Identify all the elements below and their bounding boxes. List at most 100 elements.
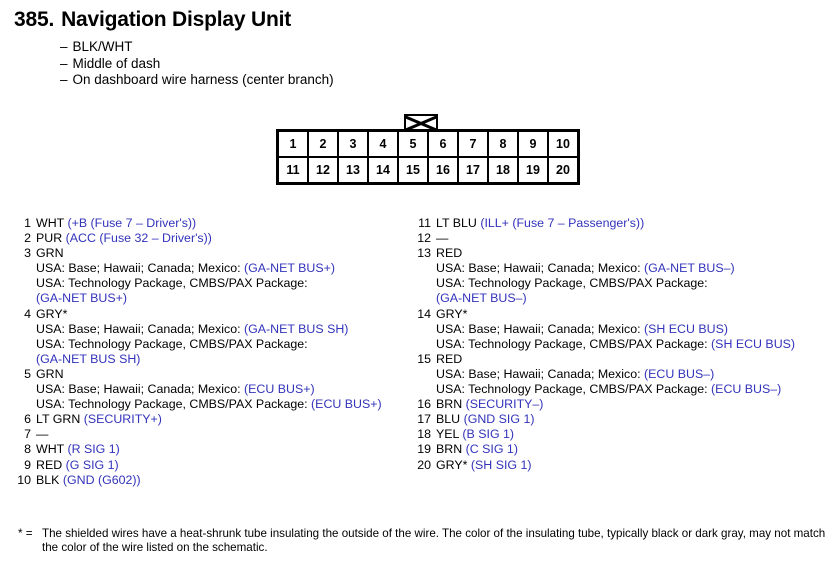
wire-color-code: WHT bbox=[36, 442, 64, 457]
connector-pin-cell: 4 bbox=[369, 132, 399, 158]
variant-label: USA: Technology Package, CMBS/PAX Packag… bbox=[436, 276, 708, 291]
variant-label: USA: Technology Package, CMBS/PAX Packag… bbox=[36, 336, 308, 351]
connector-pin-cell: 10 bbox=[549, 132, 577, 158]
footnote-mark: * = bbox=[18, 527, 33, 540]
header-notes: –BLK/WHT–Middle of dash–On dashboard wir… bbox=[60, 39, 334, 89]
pin-row: 6 LT GRN (SECURITY+) bbox=[14, 412, 414, 427]
connector-pin-cell: 18 bbox=[489, 158, 519, 182]
variant-circuit-label: (GA-NET BUS SH) bbox=[244, 321, 349, 336]
pin-main-line: — bbox=[36, 427, 414, 442]
pin-number: 7 bbox=[24, 427, 31, 442]
variant-circuit-label: (SH ECU BUS) bbox=[711, 336, 796, 351]
connector-pin-cell: 15 bbox=[399, 158, 429, 182]
wire-color-code: GRN bbox=[36, 246, 64, 261]
circuit-label: (SH SIG 1) bbox=[470, 457, 532, 472]
page-title: 385.Navigation Display Unit bbox=[14, 8, 291, 32]
pin-number: 9 bbox=[24, 457, 31, 472]
pin-number: 12 bbox=[417, 231, 431, 246]
pin-row: 9 RED (G SIG 1) bbox=[14, 458, 414, 473]
pin-number: 13 bbox=[417, 246, 431, 261]
pin-main-line: RED bbox=[436, 246, 824, 261]
pin-variant-line: USA: Base; Hawaii; Canada; Mexico: (SH E… bbox=[436, 322, 824, 337]
footnote: * = The shielded wires have a heat-shrun… bbox=[18, 527, 828, 555]
variant-circuit-label: (ECU BUS+) bbox=[244, 382, 315, 397]
pin-body: RED (G SIG 1) bbox=[36, 458, 414, 473]
pin-main-line: BRN (C SIG 1) bbox=[436, 442, 824, 457]
pin-row: 10 BLK (GND (G602)) bbox=[14, 473, 414, 488]
pin-variant-line: USA: Base; Hawaii; Canada; Mexico: (GA-N… bbox=[36, 261, 414, 276]
wire-color-code: RED bbox=[436, 246, 463, 261]
note-dash: – bbox=[60, 72, 68, 87]
wire-color-code: GRY* bbox=[436, 306, 468, 321]
pin-main-line: GRY* bbox=[436, 307, 824, 322]
circuit-label: (B SIG 1) bbox=[462, 427, 515, 442]
variant-circuit-label: (SH ECU BUS) bbox=[644, 321, 728, 336]
connector-pin-cell: 17 bbox=[459, 158, 489, 182]
pin-variant-line: USA: Technology Package, CMBS/PAX Packag… bbox=[36, 397, 414, 412]
pin-body: BLK (GND (G602)) bbox=[36, 473, 414, 488]
wire-color-code: PUR bbox=[36, 231, 63, 246]
wire-color-code: RED bbox=[436, 351, 463, 366]
variant-label: USA: Technology Package, CMBS/PAX Packag… bbox=[436, 382, 708, 397]
pin-row: 12— bbox=[414, 231, 824, 246]
pin-body: PUR (ACC (Fuse 32 – Driver's)) bbox=[36, 231, 414, 246]
variant-circuit-label: (GA-NET BUS–) bbox=[644, 261, 735, 276]
pin-variant-line: USA: Technology Package, CMBS/PAX Packag… bbox=[436, 382, 824, 397]
pin-main-line: LT GRN (SECURITY+) bbox=[36, 412, 414, 427]
pin-main-line: GRY* (SH SIG 1) bbox=[436, 458, 824, 473]
connector-pin-cell: 7 bbox=[459, 132, 489, 158]
pin-number: 19 bbox=[417, 442, 431, 457]
wire-color-code: GRY* bbox=[436, 457, 468, 472]
pin-body: BRN (SECURITY–) bbox=[436, 397, 824, 412]
header-note: –Middle of dash bbox=[60, 56, 334, 73]
pin-number: 16 bbox=[417, 397, 431, 412]
pin-number: 3 bbox=[24, 246, 31, 261]
pin-number: 18 bbox=[417, 427, 431, 442]
pin-body: BRN (C SIG 1) bbox=[436, 442, 824, 457]
pin-number: 10 bbox=[17, 472, 31, 487]
pin-variant-line: USA: Technology Package, CMBS/PAX Packag… bbox=[36, 276, 414, 306]
footnote-text: The shielded wires have a heat-shrunk tu… bbox=[42, 527, 826, 554]
variant-circuit-label: (ECU BUS–) bbox=[711, 382, 782, 397]
variant-circuit-label: (GA-NET BUS–) bbox=[436, 291, 527, 306]
header-note: –On dashboard wire harness (center branc… bbox=[60, 72, 334, 89]
page-title-text: Navigation Display Unit bbox=[61, 8, 292, 31]
pin-main-line: WHT (+B (Fuse 7 – Driver's)) bbox=[36, 216, 414, 231]
variant-circuit-label: (GA-NET BUS SH) bbox=[36, 351, 141, 366]
pin-main-line: BRN (SECURITY–) bbox=[436, 397, 824, 412]
note-text: Middle of dash bbox=[72, 55, 161, 71]
pin-variant-line: USA: Technology Package, CMBS/PAX Packag… bbox=[36, 337, 414, 367]
variant-circuit-label: (ECU BUS–) bbox=[644, 366, 715, 381]
pin-number: 6 bbox=[24, 412, 31, 427]
wire-color-code: BLU bbox=[436, 412, 461, 427]
circuit-label: (ACC (Fuse 32 – Driver's)) bbox=[65, 231, 212, 246]
wire-color-code: RED bbox=[36, 457, 63, 472]
wire-color-code: WHT bbox=[36, 216, 64, 230]
connector-pin-cell: 14 bbox=[369, 158, 399, 182]
connector-pin-cell: 6 bbox=[429, 132, 459, 158]
pin-body: GRY*USA: Base; Hawaii; Canada; Mexico: (… bbox=[36, 307, 414, 367]
pin-row: 19 BRN (C SIG 1) bbox=[414, 442, 824, 457]
pin-body: — bbox=[36, 427, 414, 442]
note-text: BLK/WHT bbox=[72, 39, 133, 54]
wire-color-code: LT GRN bbox=[36, 412, 81, 427]
variant-label: USA: Base; Hawaii; Canada; Mexico: bbox=[36, 261, 241, 276]
pin-main-line: PUR (ACC (Fuse 32 – Driver's)) bbox=[36, 231, 414, 246]
pin-body: GRY*USA: Base; Hawaii; Canada; Mexico: (… bbox=[436, 307, 824, 352]
pin-number: 2 bbox=[24, 231, 31, 246]
note-dash: – bbox=[60, 55, 68, 71]
variant-label: USA: Base; Hawaii; Canada; Mexico: bbox=[36, 382, 241, 397]
wire-color-code: BLK bbox=[36, 472, 60, 487]
note-dash: – bbox=[60, 39, 68, 54]
pin-body: WHT (+B (Fuse 7 – Driver's)) bbox=[36, 216, 414, 231]
pin-number: 5 bbox=[24, 366, 31, 381]
note-text: On dashboard wire harness (center branch… bbox=[72, 72, 334, 87]
